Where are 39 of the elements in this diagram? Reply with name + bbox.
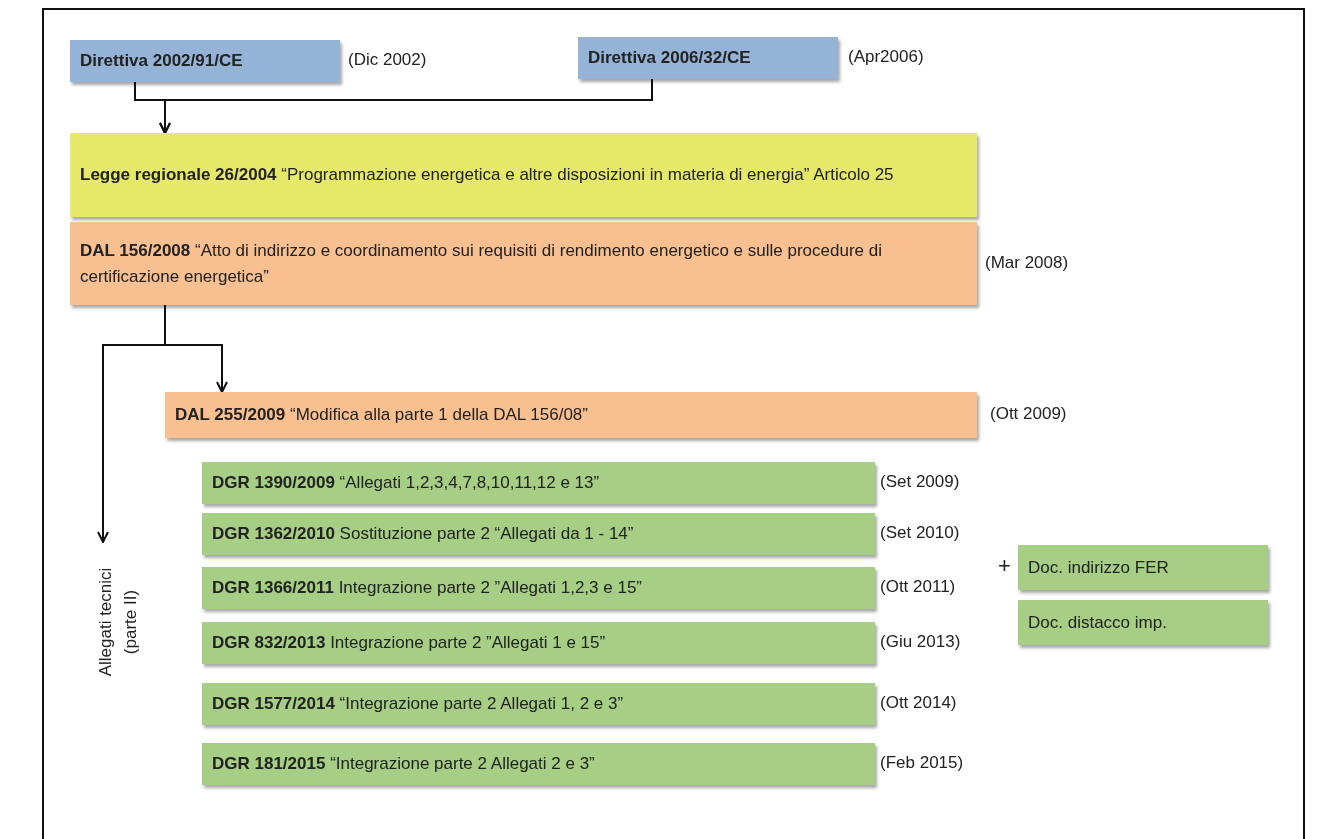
law-box [70, 133, 977, 217]
date-label: (Dic 2002) [348, 50, 427, 70]
box-text: DGR 832/2013 Integrazione parte 2 ”Allegati 1 e 15” [212, 632, 606, 655]
date-label: (Ott 2014) [880, 693, 957, 713]
arrow [159, 78, 653, 134]
axis-caption: Allegati tecnici (parte II) [90, 542, 146, 702]
date-label: (Apr2006) [848, 47, 924, 67]
box-text: Direttiva 2002/91/CE [80, 50, 243, 73]
box-text: DGR 1577/2014 “Integrazione parte 2 Allegati 1, 2 e 3” [212, 693, 624, 716]
date-label: (Ott 2009) [990, 404, 1067, 424]
box-text: DAL 156/2008 “Atto di indirizzo e coordinamento sui requisiti di rendimento energetico e sulle procedure di certificazione energetica” [80, 240, 883, 288]
box-text: DAL 255/2009 “Modifica alla parte 1 della DAL 156/08” [175, 404, 588, 427]
document-box [202, 683, 875, 725]
document-box [202, 622, 875, 664]
plus-sign: + [998, 553, 1011, 579]
box-text: Direttiva 2006/32/CE [588, 47, 751, 70]
date-label: (Set 2009) [880, 472, 960, 492]
document-box [202, 567, 875, 609]
document-box [202, 462, 875, 504]
document-box [202, 513, 875, 555]
box-text: Doc. indirizzo FER [1028, 556, 1169, 579]
box-text: DGR 1366/2011 Integrazione parte 2 ”Allegati 1,2,3 e 15” [212, 577, 642, 600]
box-text: Legge regionale 26/2004 “Programmazione energetica e altre disposizioni in materia di energia” Articolo 25 [80, 164, 894, 187]
document-box [1018, 545, 1268, 590]
box-text: Doc. distacco imp. [1028, 611, 1167, 634]
box-text: DGR 1362/2010 Sostituzione parte 2 “Allegati da 1 - 14” [212, 523, 634, 546]
law-box [70, 222, 977, 305]
date-label: (Set 2010) [880, 523, 960, 543]
date-label: (Mar 2008) [985, 252, 1069, 273]
box-text: DGR 1390/2009 “Allegati 1,2,3,4,7,8,10,11,12 e 13” [212, 472, 600, 495]
law-box [578, 37, 838, 79]
date-label: (Giu 2013) [880, 632, 961, 652]
date-label: (Feb 2015) [880, 753, 964, 773]
document-box [1018, 600, 1268, 645]
law-box [165, 392, 977, 438]
document-box [202, 743, 875, 785]
date-label: (Ott 2011) [880, 577, 956, 597]
law-box [70, 40, 340, 82]
box-text: DGR 181/2015 “Integrazione parte 2 Allegati 2 e 3” [212, 753, 595, 776]
